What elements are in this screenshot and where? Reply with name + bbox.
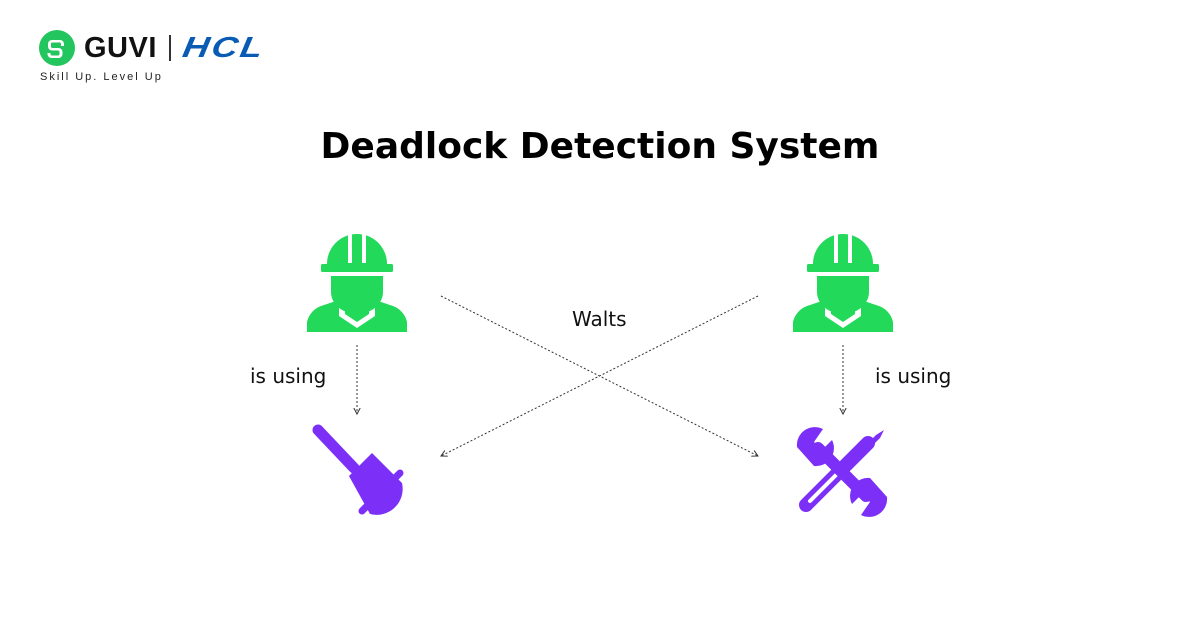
right-using-label: is using (875, 364, 952, 388)
waits-arrow-to-left-resource (441, 295, 759, 456)
logo-divider (168, 35, 171, 61)
left-using-label: is using (250, 364, 327, 388)
plunger-icon (312, 424, 404, 515)
worker-left-icon (307, 232, 407, 332)
worker-right-icon (793, 232, 893, 332)
brand-logo: GUVI HCL (39, 30, 268, 66)
wrench-screwdriver-icon (796, 427, 888, 517)
guvi-logo-icon (39, 30, 75, 66)
brand-tagline: Skill Up. Level Up (40, 71, 163, 83)
waits-label: Walts (572, 307, 627, 331)
guvi-wordmark: GUVI (84, 32, 157, 64)
page-title: Deadlock Detection System (320, 126, 880, 167)
